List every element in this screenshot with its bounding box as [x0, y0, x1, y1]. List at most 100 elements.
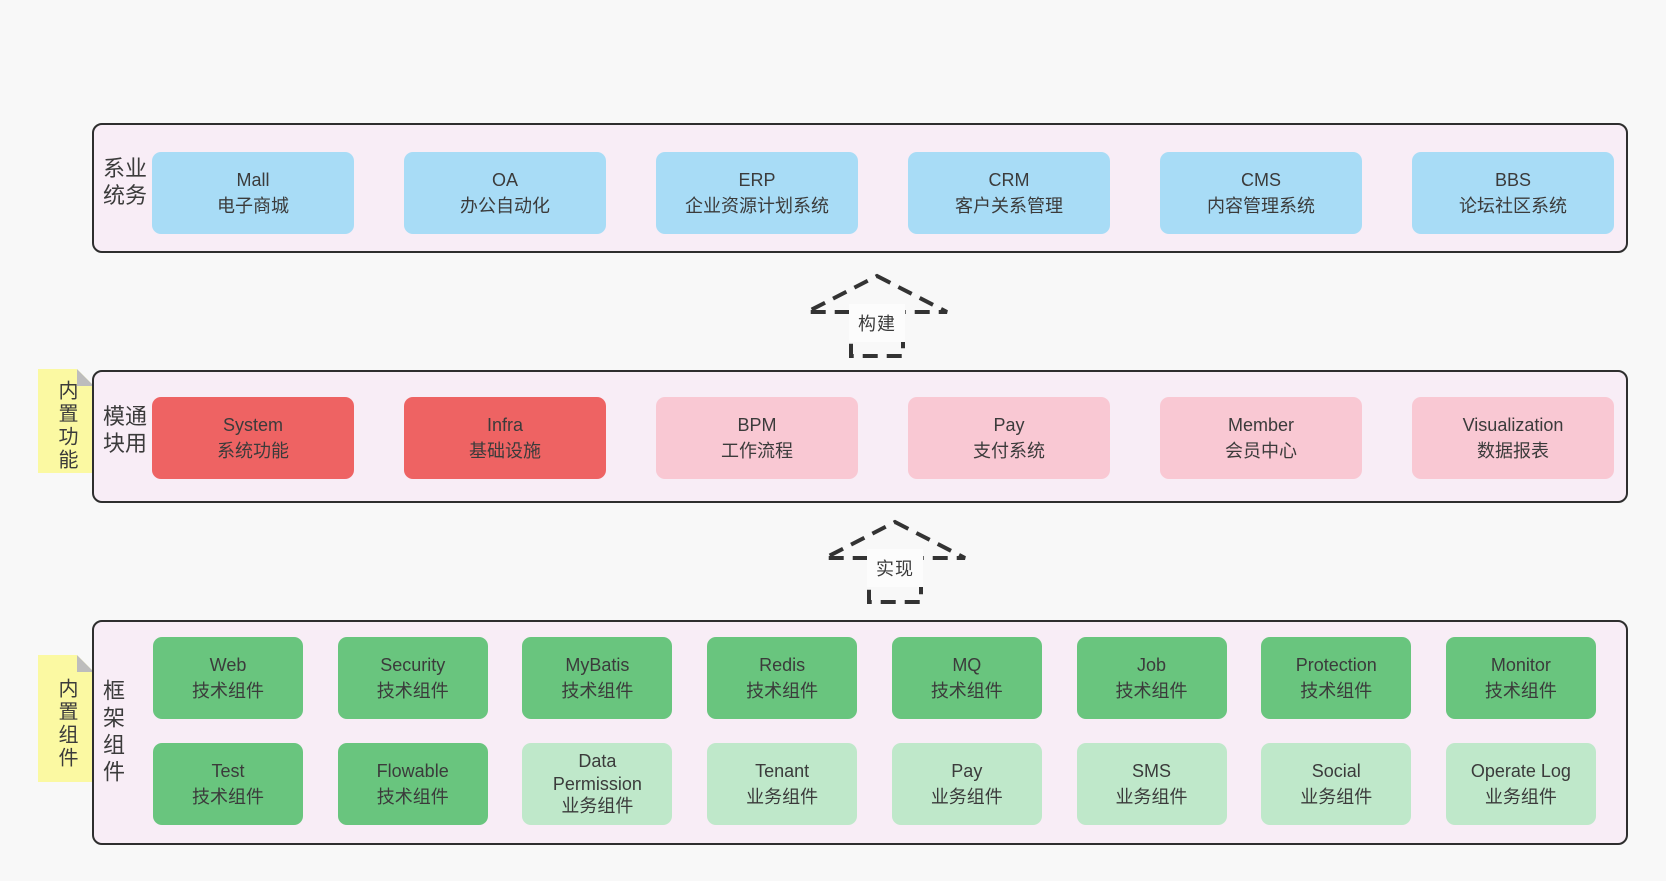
box-member: Member 会员中心: [1160, 397, 1362, 479]
box-subtitle: 技术组件: [192, 681, 264, 701]
box-tenant: Tenant 业务组件: [707, 743, 858, 825]
box-title: MQ: [952, 654, 982, 675]
box-sms: SMS 业务组件: [1076, 743, 1227, 825]
band-label-business-systems: 业务系统: [100, 156, 147, 211]
box-subtitle: 业务组件: [1115, 787, 1188, 807]
box-crm: CRM 客户关系管理: [908, 152, 1110, 234]
box-title: Data Permission: [552, 751, 642, 794]
box-operate-log: Operate Log 业务组件: [1445, 743, 1596, 825]
box-social: Social 业务组件: [1261, 743, 1412, 825]
box-title: Tenant: [755, 760, 810, 781]
box-title: Redis: [759, 654, 806, 675]
box-subtitle: 技术组件: [376, 681, 449, 701]
box-mybatis: MyBatis 技术组件: [522, 637, 673, 719]
box-subtitle: 业务组件: [1300, 787, 1373, 807]
box-title: OA: [491, 169, 518, 190]
box-title: Security: [380, 654, 446, 675]
box-mq: MQ 技术组件: [891, 637, 1042, 719]
box-title: BBS: [1494, 169, 1532, 190]
box-subtitle: 业务组件: [930, 787, 1003, 807]
box-data-permission: Data Permission 业务组件: [522, 743, 673, 825]
box-subtitle: 内容管理系统: [1207, 196, 1315, 216]
box-title: Social: [1311, 760, 1361, 781]
box-subtitle: 技术组件: [192, 787, 264, 807]
box-title: CMS: [1241, 169, 1281, 190]
box-title: Infra: [486, 414, 524, 435]
box-title: Test: [211, 760, 245, 781]
box-title: Flowable: [376, 760, 449, 781]
implement-arrow-icon: [824, 519, 966, 604]
box-row: System 系统功能 Infra 基础设施 BPM 工作流程 Pay 支付系统…: [152, 397, 1614, 479]
box-subtitle: 电子商城: [217, 196, 289, 216]
box-erp: ERP 企业资源计划系统: [656, 152, 858, 234]
box-title: Mall: [236, 169, 270, 190]
box-subtitle: 技术组件: [561, 681, 634, 701]
band-framework-components: 框架组件 Web 技术组件 Security 技术组件 MyBatis 技术组件…: [92, 620, 1628, 845]
box-subtitle: 技术组件: [1115, 681, 1188, 701]
box-bbs: BBS 论坛社区系统: [1412, 152, 1614, 234]
box-web: Web 技术组件: [153, 637, 303, 719]
box-subtitle: 技术组件: [1300, 681, 1373, 701]
box-title: ERP: [738, 169, 776, 190]
band-label-common-modules: 通用模块: [100, 404, 147, 459]
box-subtitle: 会员中心: [1225, 441, 1297, 461]
box-cms: CMS 内容管理系统: [1160, 152, 1362, 234]
box-title: MyBatis: [565, 654, 630, 675]
sticky-note-built-in-components: 内置组件: [38, 655, 94, 782]
box-subtitle: 论坛社区系统: [1459, 196, 1567, 216]
implement-arrow-label: 实现: [867, 549, 923, 587]
box-title: Pay: [993, 414, 1025, 435]
box-subtitle: 数据报表: [1477, 441, 1549, 461]
sticky-note-built-in-features: 内置功能: [38, 369, 94, 473]
box-pay: Pay 支付系统: [908, 397, 1110, 479]
box-oa: OA 办公自动化: [404, 152, 606, 234]
box-bpm: BPM 工作流程: [656, 397, 858, 479]
box-subtitle: 业务组件: [561, 796, 634, 817]
sticky-note-label: 内置功能: [55, 380, 77, 472]
box-subtitle: 工作流程: [721, 441, 793, 461]
build-arrow-icon: [806, 273, 948, 358]
box-subtitle: 技术组件: [376, 787, 449, 807]
box-flowable: Flowable 技术组件: [337, 743, 488, 825]
box-title: Pay: [951, 760, 983, 781]
build-arrow-label: 构建: [849, 304, 905, 342]
box-redis: Redis 技术组件: [707, 637, 858, 719]
box-title: Protection: [1295, 654, 1377, 675]
box-subtitle: 技术组件: [1484, 681, 1557, 701]
box-title: Web: [209, 654, 247, 675]
box-row: Test 技术组件 Flowable 技术组件 Data Permission …: [153, 743, 1596, 825]
box-test: Test 技术组件: [153, 743, 303, 825]
box-row: Web 技术组件 Security 技术组件 MyBatis 技术组件 Redi…: [153, 637, 1596, 719]
box-title: System: [222, 414, 283, 435]
box-title: Monitor: [1490, 654, 1551, 675]
box-system: System 系统功能: [152, 397, 354, 479]
box-title: CRM: [988, 169, 1030, 190]
box-security: Security 技术组件: [337, 637, 488, 719]
box-subtitle: 技术组件: [746, 681, 819, 701]
box-monitor: Monitor 技术组件: [1445, 637, 1596, 719]
box-row: Mall 电子商城 OA 办公自动化 ERP 企业资源计划系统 CRM 客户关系…: [152, 152, 1614, 234]
box-pay-biz: Pay 业务组件: [891, 743, 1042, 825]
box-title: BPM: [737, 414, 777, 435]
box-subtitle: 基础设施: [469, 441, 541, 461]
box-title: Member: [1227, 414, 1294, 435]
box-subtitle: 客户关系管理: [955, 196, 1063, 216]
box-protection: Protection 技术组件: [1261, 637, 1412, 719]
box-title: Visualization: [1462, 414, 1564, 435]
box-title: SMS: [1132, 760, 1172, 781]
box-visualization: Visualization 数据报表: [1412, 397, 1614, 479]
box-subtitle: 支付系统: [973, 441, 1045, 461]
box-subtitle: 系统功能: [217, 441, 289, 461]
box-subtitle: 办公自动化: [460, 196, 550, 216]
box-subtitle: 技术组件: [930, 681, 1003, 701]
box-job: Job 技术组件: [1076, 637, 1227, 719]
box-infra: Infra 基础设施: [404, 397, 606, 479]
band-common-modules: 通用模块 System 系统功能 Infra 基础设施 BPM 工作流程 Pay…: [92, 370, 1628, 503]
sticky-note-label: 内置组件: [55, 677, 77, 770]
box-mall: Mall 电子商城: [152, 152, 354, 234]
box-subtitle: 业务组件: [746, 787, 819, 807]
band-label-framework-components: 框架组件: [100, 678, 125, 787]
box-title: Job: [1137, 654, 1167, 675]
band-business-systems: 业务系统 Mall 电子商城 OA 办公自动化 ERP 企业资源计划系统 CRM…: [92, 123, 1628, 253]
box-title: Operate Log: [1470, 760, 1571, 781]
